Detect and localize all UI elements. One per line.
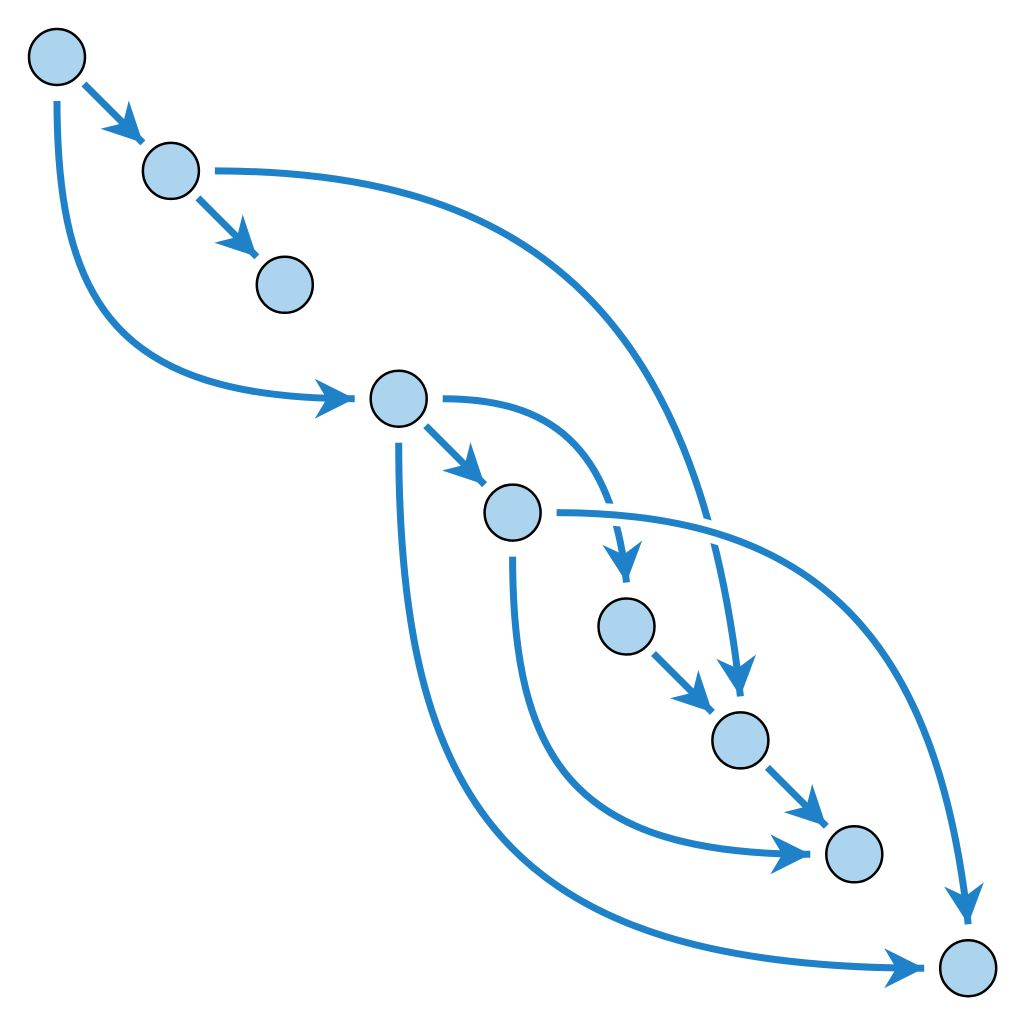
node-n5: [597, 597, 656, 656]
edge-n3-n5: [442, 395, 643, 583]
node-n8: [938, 938, 998, 998]
edge-n5-n6: [651, 651, 715, 715]
nodes-layer: [27, 27, 998, 998]
edge-n4-n8: [556, 509, 984, 925]
node-n2: [255, 255, 315, 315]
node-n4: [483, 483, 542, 542]
node-n6: [711, 711, 770, 770]
edge-halo: [501, 556, 811, 866]
edge-n3-n4: [423, 423, 488, 488]
edge-n4-n7: [509, 556, 811, 875]
edge-n0-n1: [81, 81, 146, 146]
node-n7: [825, 825, 884, 884]
node-n0: [27, 27, 87, 87]
node-n3: [369, 369, 428, 428]
edges-layer: [46, 76, 984, 989]
edge-n1-n2: [195, 195, 260, 260]
edge-n0-n3: [53, 100, 355, 419]
edge-n1-n6: [214, 167, 757, 697]
edge-halo: [214, 159, 752, 698]
edge-halo: [442, 387, 638, 584]
edge-n6-n7: [764, 764, 829, 829]
edge-n3-n8: [395, 442, 925, 989]
edge-halo: [46, 100, 355, 410]
node-n1: [141, 141, 201, 201]
